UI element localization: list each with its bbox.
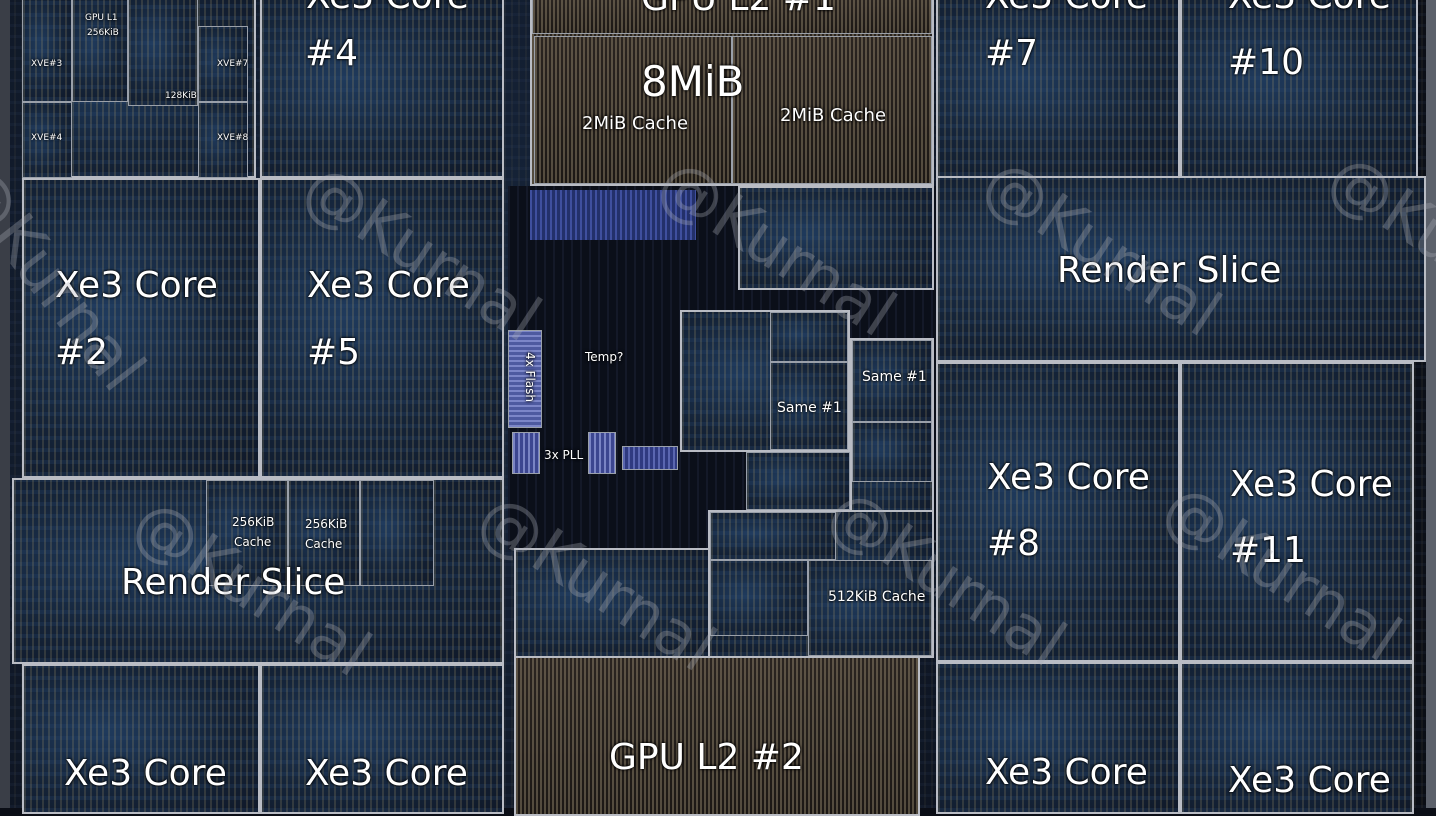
xve4-label: XVE#4	[31, 133, 63, 143]
cache-256-a-line1: 256KiB	[232, 515, 275, 529]
same-1-right-sub-a	[852, 340, 932, 422]
xe3-core-11-number: #11	[1230, 530, 1306, 571]
xve8-label: XVE#8	[217, 133, 249, 143]
uncore-lower-block	[746, 452, 850, 510]
same-1-right-sub-b	[852, 422, 932, 482]
gpu-l2-1-title: GPU L2 #1	[641, 0, 836, 19]
xe3-core-bottom-left-1-title: Xe3 Core	[64, 753, 227, 794]
xe3-core-4-number: #4	[305, 33, 359, 74]
gpu-l2-1-size: 8MiB	[641, 57, 745, 106]
gpu-l2-1-cache-b-label: 2MiB Cache	[780, 105, 887, 126]
xe3-core-4-title: Xe3 Core	[306, 0, 469, 17]
flash-label: 4x Flash	[523, 352, 537, 402]
xe3-core-8-block	[936, 362, 1180, 662]
pll-block-a	[512, 432, 540, 474]
xe3-core-5-block	[260, 178, 504, 478]
render-slice-left-title: Render Slice	[121, 562, 346, 603]
xe3-core-11-title: Xe3 Core	[1230, 464, 1393, 505]
gpu-l1-label: GPU L1	[85, 13, 118, 23]
xe3-core-7-title: Xe3 Core	[985, 0, 1148, 17]
cache-256-a-line2: Cache	[234, 535, 272, 549]
same-1-left-sub-b	[770, 362, 848, 450]
kib128-block	[128, 0, 198, 106]
gpu-l2-1-tag-strip	[532, 0, 932, 34]
render-slice-sub-block	[360, 480, 434, 586]
die-right-edge	[1426, 0, 1436, 808]
gpu-l2-2-title: GPU L2 #2	[609, 737, 804, 778]
xve7-label: XVE#7	[217, 59, 249, 69]
xve4-block	[22, 102, 72, 178]
temp-label: Temp?	[585, 350, 624, 364]
xve7-block	[198, 26, 248, 102]
xve8-block	[198, 102, 248, 178]
render-slice-right-title: Render Slice	[1057, 250, 1282, 291]
gpu-l2-1-cache-a	[534, 36, 732, 184]
uncore-upper-right-block	[738, 186, 934, 290]
pll-label: 3x PLL	[544, 448, 584, 462]
uncore-stripe-top	[530, 190, 696, 240]
xe3-core-10-title: Xe3 Core	[1228, 0, 1391, 17]
cache-512-label: 512KiB Cache	[828, 589, 926, 605]
gpu-l2-2-block	[514, 656, 920, 816]
cache-256-b-line1: 256KiB	[305, 517, 348, 531]
xe3-core-bottom-right-1-title: Xe3 Core	[985, 752, 1148, 793]
die-left-edge	[0, 0, 10, 808]
same-1-right-label: Same #1	[862, 369, 927, 385]
xe3-core-8-title: Xe3 Core	[987, 457, 1150, 498]
flash-block	[508, 330, 542, 428]
pll-block-b	[588, 432, 616, 474]
xe3-core-bottom-right-1-block	[936, 662, 1180, 814]
xe3-core-11-block	[1180, 362, 1414, 662]
gpu-l1-size-label: 256KiB	[87, 28, 119, 38]
xe3-core-2-number: #2	[55, 332, 109, 373]
xve3-block	[22, 0, 72, 102]
cache-512-sub-b	[710, 560, 808, 636]
xe3-core-8-number: #8	[987, 523, 1041, 564]
same-1-left-label: Same #1	[777, 400, 842, 416]
xe3-core-bottom-right-2-title: Xe3 Core	[1228, 760, 1391, 801]
xe3-core-5-number: #5	[307, 332, 361, 373]
gpu-l2-1-cache-b	[732, 36, 932, 184]
cache-256-block-b	[288, 480, 360, 586]
xve3-label: XVE#3	[31, 59, 63, 69]
same-1-left-sub-a	[770, 312, 848, 362]
xe3-core-5-title: Xe3 Core	[307, 265, 470, 306]
xe3-core-2-title: Xe3 Core	[55, 265, 218, 306]
cache-256-block-a	[206, 480, 288, 586]
xe3-core-2-block	[22, 178, 260, 478]
cache-512-sub-c	[808, 560, 932, 656]
xe3-core-4-block	[260, 0, 504, 178]
pll-block-c	[622, 446, 678, 470]
xe3-core-7-number: #7	[985, 33, 1039, 74]
xe3-core-10-block	[1180, 0, 1418, 178]
gpu-l2-1-cache-a-label: 2MiB Cache	[582, 113, 689, 134]
xe3-core-7-block	[936, 0, 1180, 178]
xe3-core-10-number: #10	[1228, 42, 1304, 83]
kib128-label: 128KiB	[165, 91, 197, 101]
render-slice-right-block	[936, 176, 1426, 362]
cache-256-b-line2: Cache	[305, 537, 343, 551]
xe3-core-bottom-left-2-title: Xe3 Core	[305, 753, 468, 794]
cache-512-sub-a	[710, 512, 836, 560]
gpu-l1-block	[72, 0, 128, 102]
xe3-core-bottom-left-2-block	[260, 664, 504, 814]
